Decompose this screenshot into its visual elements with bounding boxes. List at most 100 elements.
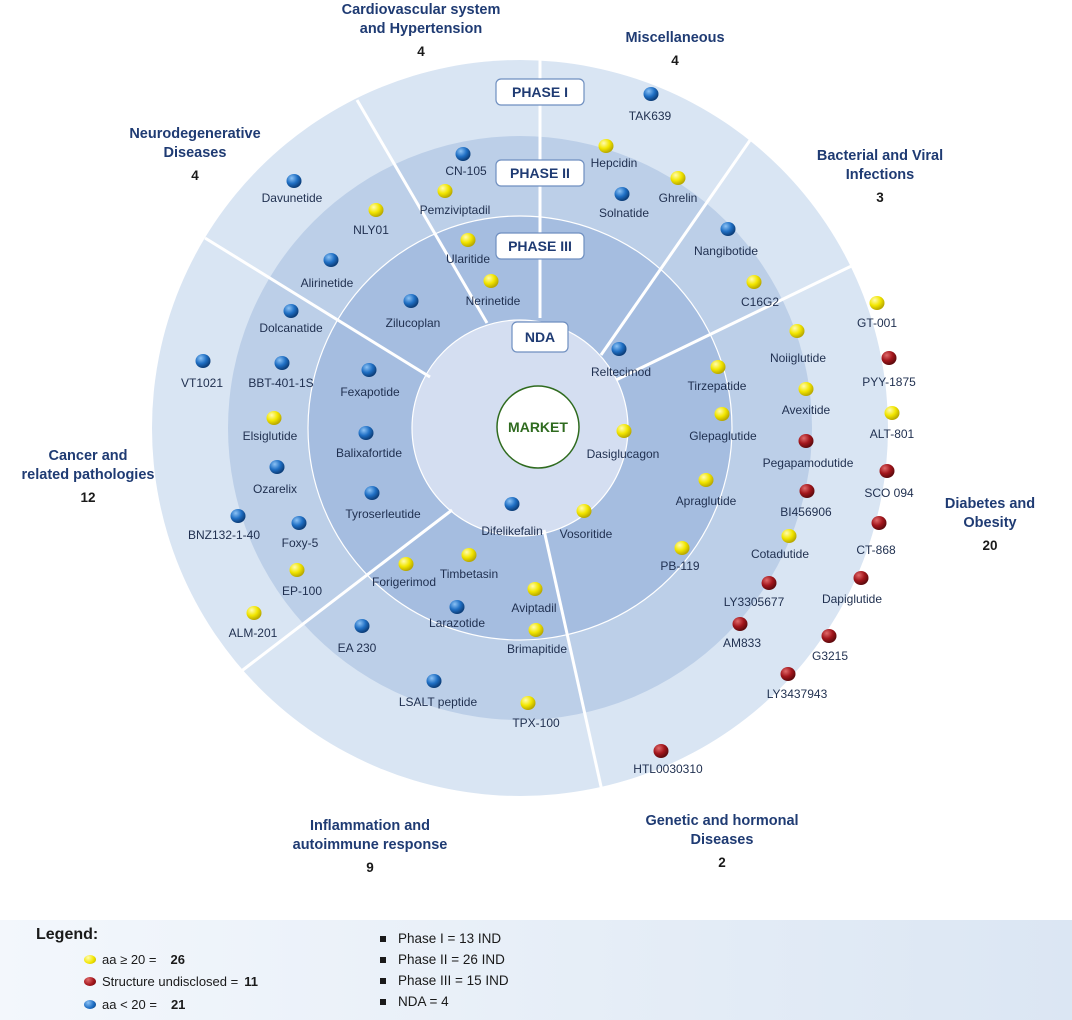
drug-item: Apraglutide [676, 473, 737, 508]
drug-item: C16G2 [741, 275, 779, 309]
drug-label: Noiiglutide [770, 351, 826, 365]
yellow-dot-icon [884, 406, 900, 420]
legend-value: 11 [244, 974, 258, 989]
red-dot-icon [853, 571, 869, 585]
phase-summary-item: Phase II = 26 IND [380, 949, 509, 970]
drug-item: Dolcanatide [259, 304, 323, 335]
drug-label: Dolcanatide [259, 321, 323, 335]
drug-item: GT-001 [857, 296, 897, 330]
drug-label: BI456906 [780, 505, 832, 519]
blue-dot-icon [274, 356, 290, 370]
category-name: Inflammation and [310, 818, 430, 834]
drug-label: CT-868 [856, 543, 896, 557]
drug-label: SCO 094 [864, 486, 914, 500]
drug-item: NLY01 [353, 203, 389, 237]
drug-label: Nangibotide [694, 244, 758, 258]
drug-item: AM833 [723, 617, 761, 650]
category-count: 9 [366, 860, 374, 875]
blue-dot-icon [358, 426, 374, 440]
red-dot-icon [761, 576, 777, 590]
drug-label: Balixafortide [336, 446, 402, 460]
drug-item: Reltecimod [591, 342, 651, 379]
legend-item-yellow: aa ≥ 20 = 26 [84, 952, 185, 967]
red-dot-icon [799, 484, 815, 498]
drug-label: LY3437943 [767, 687, 828, 701]
category-name: Bacterial and Viral [817, 148, 943, 164]
drug-label: Foxy-5 [282, 536, 319, 550]
drug-item: Dapiglutide [822, 571, 882, 606]
category-name: Genetic and hormonal [645, 813, 798, 829]
drug-item: LY3437943 [767, 667, 828, 701]
red-dot-icon [871, 516, 887, 530]
drug-item: ALT-801 [870, 406, 915, 441]
red-dot-icon [732, 617, 748, 631]
drug-label: AM833 [723, 636, 761, 650]
drug-markers: TAK639HepcidinGhrelinSolnatideCN-105Pemz… [181, 87, 916, 776]
drug-label: Tirzepatide [688, 379, 747, 393]
drug-item: BI456906 [780, 484, 832, 519]
yellow-dot-icon [670, 171, 686, 185]
category-count: 3 [876, 190, 884, 205]
drug-item: PB-119 [660, 541, 700, 573]
drug-item: SCO 094 [864, 464, 914, 500]
drug-label: TAK639 [629, 109, 672, 123]
drug-item: TPX-100 [512, 696, 560, 730]
yellow-dot-icon [674, 541, 690, 555]
drug-item: Zilucoplan [386, 294, 440, 330]
drug-item: Noiiglutide [770, 324, 826, 365]
red-dot-icon [881, 351, 897, 365]
yellow-dot-icon [869, 296, 885, 310]
drug-item: Timbetasin [440, 548, 498, 581]
drug-label: ALT-801 [870, 427, 915, 441]
phase2-box: PHASE II [495, 159, 585, 187]
drug-label: Cotadutide [751, 547, 809, 561]
blue-dot-icon [643, 87, 659, 101]
red-dot-icon [780, 667, 796, 681]
drug-label: Alirinetide [301, 276, 354, 290]
drug-label: Brimapitide [507, 642, 567, 656]
svg-text:PHASE I: PHASE I [512, 84, 568, 100]
drug-item: LY3305677 [724, 576, 785, 609]
blue-dot-icon [195, 354, 211, 368]
drug-item: Fexapotide [340, 363, 400, 399]
drug-label: Ularitide [446, 252, 490, 266]
drug-label: PYY-1875 [862, 375, 916, 389]
drug-label: Davunetide [262, 191, 323, 205]
drug-item: Pemziviptadil [420, 184, 490, 217]
drug-label: LSALT peptide [399, 695, 478, 709]
category-name: Diseases [164, 145, 227, 161]
drug-item: Larazotide [429, 600, 485, 630]
drug-item: Ghrelin [659, 171, 697, 205]
legend-value: 26 [170, 952, 185, 967]
red-dot-icon [84, 977, 96, 986]
category-name: autoimmune response [293, 837, 448, 853]
svg-text:PHASE III: PHASE III [508, 238, 572, 254]
drug-item: Vosoritide [560, 504, 613, 541]
drug-item: ALM-201 [229, 606, 278, 640]
svg-text:NDA: NDA [525, 329, 555, 345]
drug-label: Fexapotide [340, 385, 400, 399]
legend-panel: Legend: aa ≥ 20 = 26 Structure undisclos… [0, 920, 1072, 1020]
drug-item: Nangibotide [694, 222, 758, 258]
drug-label: NLY01 [353, 223, 389, 237]
drug-item: PYY-1875 [862, 351, 916, 389]
yellow-dot-icon [460, 233, 476, 247]
category-count: 4 [671, 53, 679, 68]
blue-dot-icon [426, 674, 442, 688]
category-count: 20 [982, 538, 997, 553]
drug-label: Dapiglutide [822, 592, 882, 606]
drug-item: BNZ132-1-40 [188, 509, 260, 542]
drug-item: G3215 [812, 629, 848, 663]
blue-dot-icon [611, 342, 627, 356]
phase-summary-item: NDA = 4 [380, 991, 509, 1012]
phase-summary-list: Phase I = 13 IND Phase II = 26 IND Phase… [380, 928, 509, 1012]
drug-label: G3215 [812, 649, 848, 663]
svg-text:PHASE II: PHASE II [510, 165, 570, 181]
drug-item: BBT-401-1S [248, 356, 314, 390]
bullet-icon [380, 998, 386, 1005]
drug-label: PB-119 [660, 559, 699, 573]
